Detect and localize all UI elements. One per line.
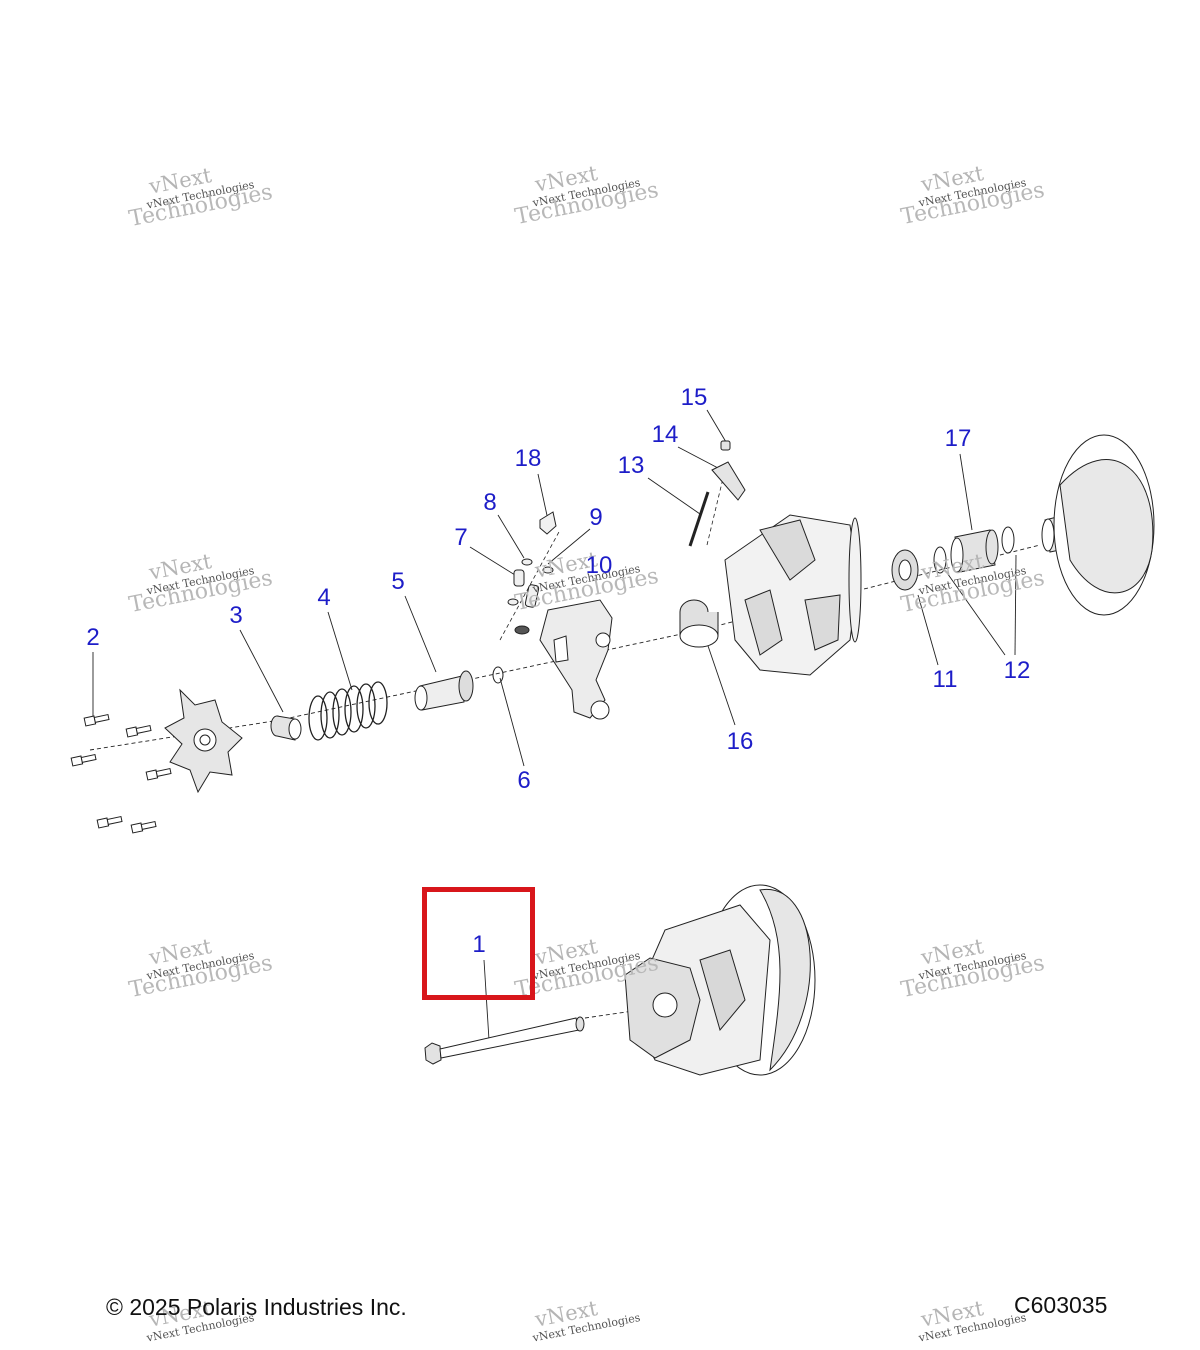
o-ring-part <box>492 666 504 684</box>
shaft-axis-line <box>584 1009 641 1019</box>
callout-18[interactable]: 18 <box>514 445 542 472</box>
callout-10[interactable]: 10 <box>585 552 613 579</box>
callout-8[interactable]: 8 <box>483 489 497 516</box>
callout-3[interactable]: 3 <box>229 602 243 629</box>
callout-11[interactable]: 11 <box>932 666 958 693</box>
pin-axis-line <box>499 469 726 641</box>
callout-5[interactable]: 5 <box>391 568 405 595</box>
sleeve-bushing-part <box>679 599 719 648</box>
selected-callout-highlight <box>422 887 535 1000</box>
clip-part <box>539 511 557 535</box>
diagram-code: C603035 <box>1014 1292 1108 1318</box>
sheave-bushing-part <box>950 529 999 573</box>
leader-lines <box>92 409 1017 1041</box>
ring-part-a <box>933 546 947 574</box>
callout-15[interactable]: 15 <box>680 384 708 411</box>
callout-12[interactable]: 12 <box>1003 657 1031 684</box>
spider-part <box>539 599 613 720</box>
callout-1[interactable]: 1 <box>472 931 486 958</box>
copyright-notice: © 2025 Polaris Industries Inc. <box>106 1294 407 1320</box>
small-pins-group <box>507 558 554 635</box>
callout-14[interactable]: 14 <box>651 421 679 448</box>
clutch-bolt-part <box>424 1016 585 1065</box>
bushing-part <box>414 670 474 711</box>
callout-9[interactable]: 9 <box>589 504 603 531</box>
roller-pin-part <box>688 491 710 547</box>
nut-part <box>720 440 731 451</box>
callout-7[interactable]: 7 <box>454 524 468 551</box>
spider-cover-part <box>164 688 243 794</box>
callout-16[interactable]: 16 <box>726 728 754 755</box>
callout-17[interactable]: 17 <box>944 425 972 452</box>
ring-part-b <box>1001 526 1015 554</box>
bolts-group <box>70 713 172 834</box>
callout-13[interactable]: 13 <box>617 452 645 479</box>
fixed-sheave-part <box>1041 434 1155 616</box>
callout-4[interactable]: 4 <box>317 584 331 611</box>
callout-6[interactable]: 6 <box>517 767 531 794</box>
assembled-clutch-part <box>624 884 816 1076</box>
weight-arm-part <box>711 461 746 501</box>
moveable-sheave-part <box>724 514 862 676</box>
bearing-part <box>891 549 919 591</box>
spacer-part <box>270 715 302 741</box>
callout-2[interactable]: 2 <box>86 624 100 651</box>
spring-part <box>308 681 388 741</box>
